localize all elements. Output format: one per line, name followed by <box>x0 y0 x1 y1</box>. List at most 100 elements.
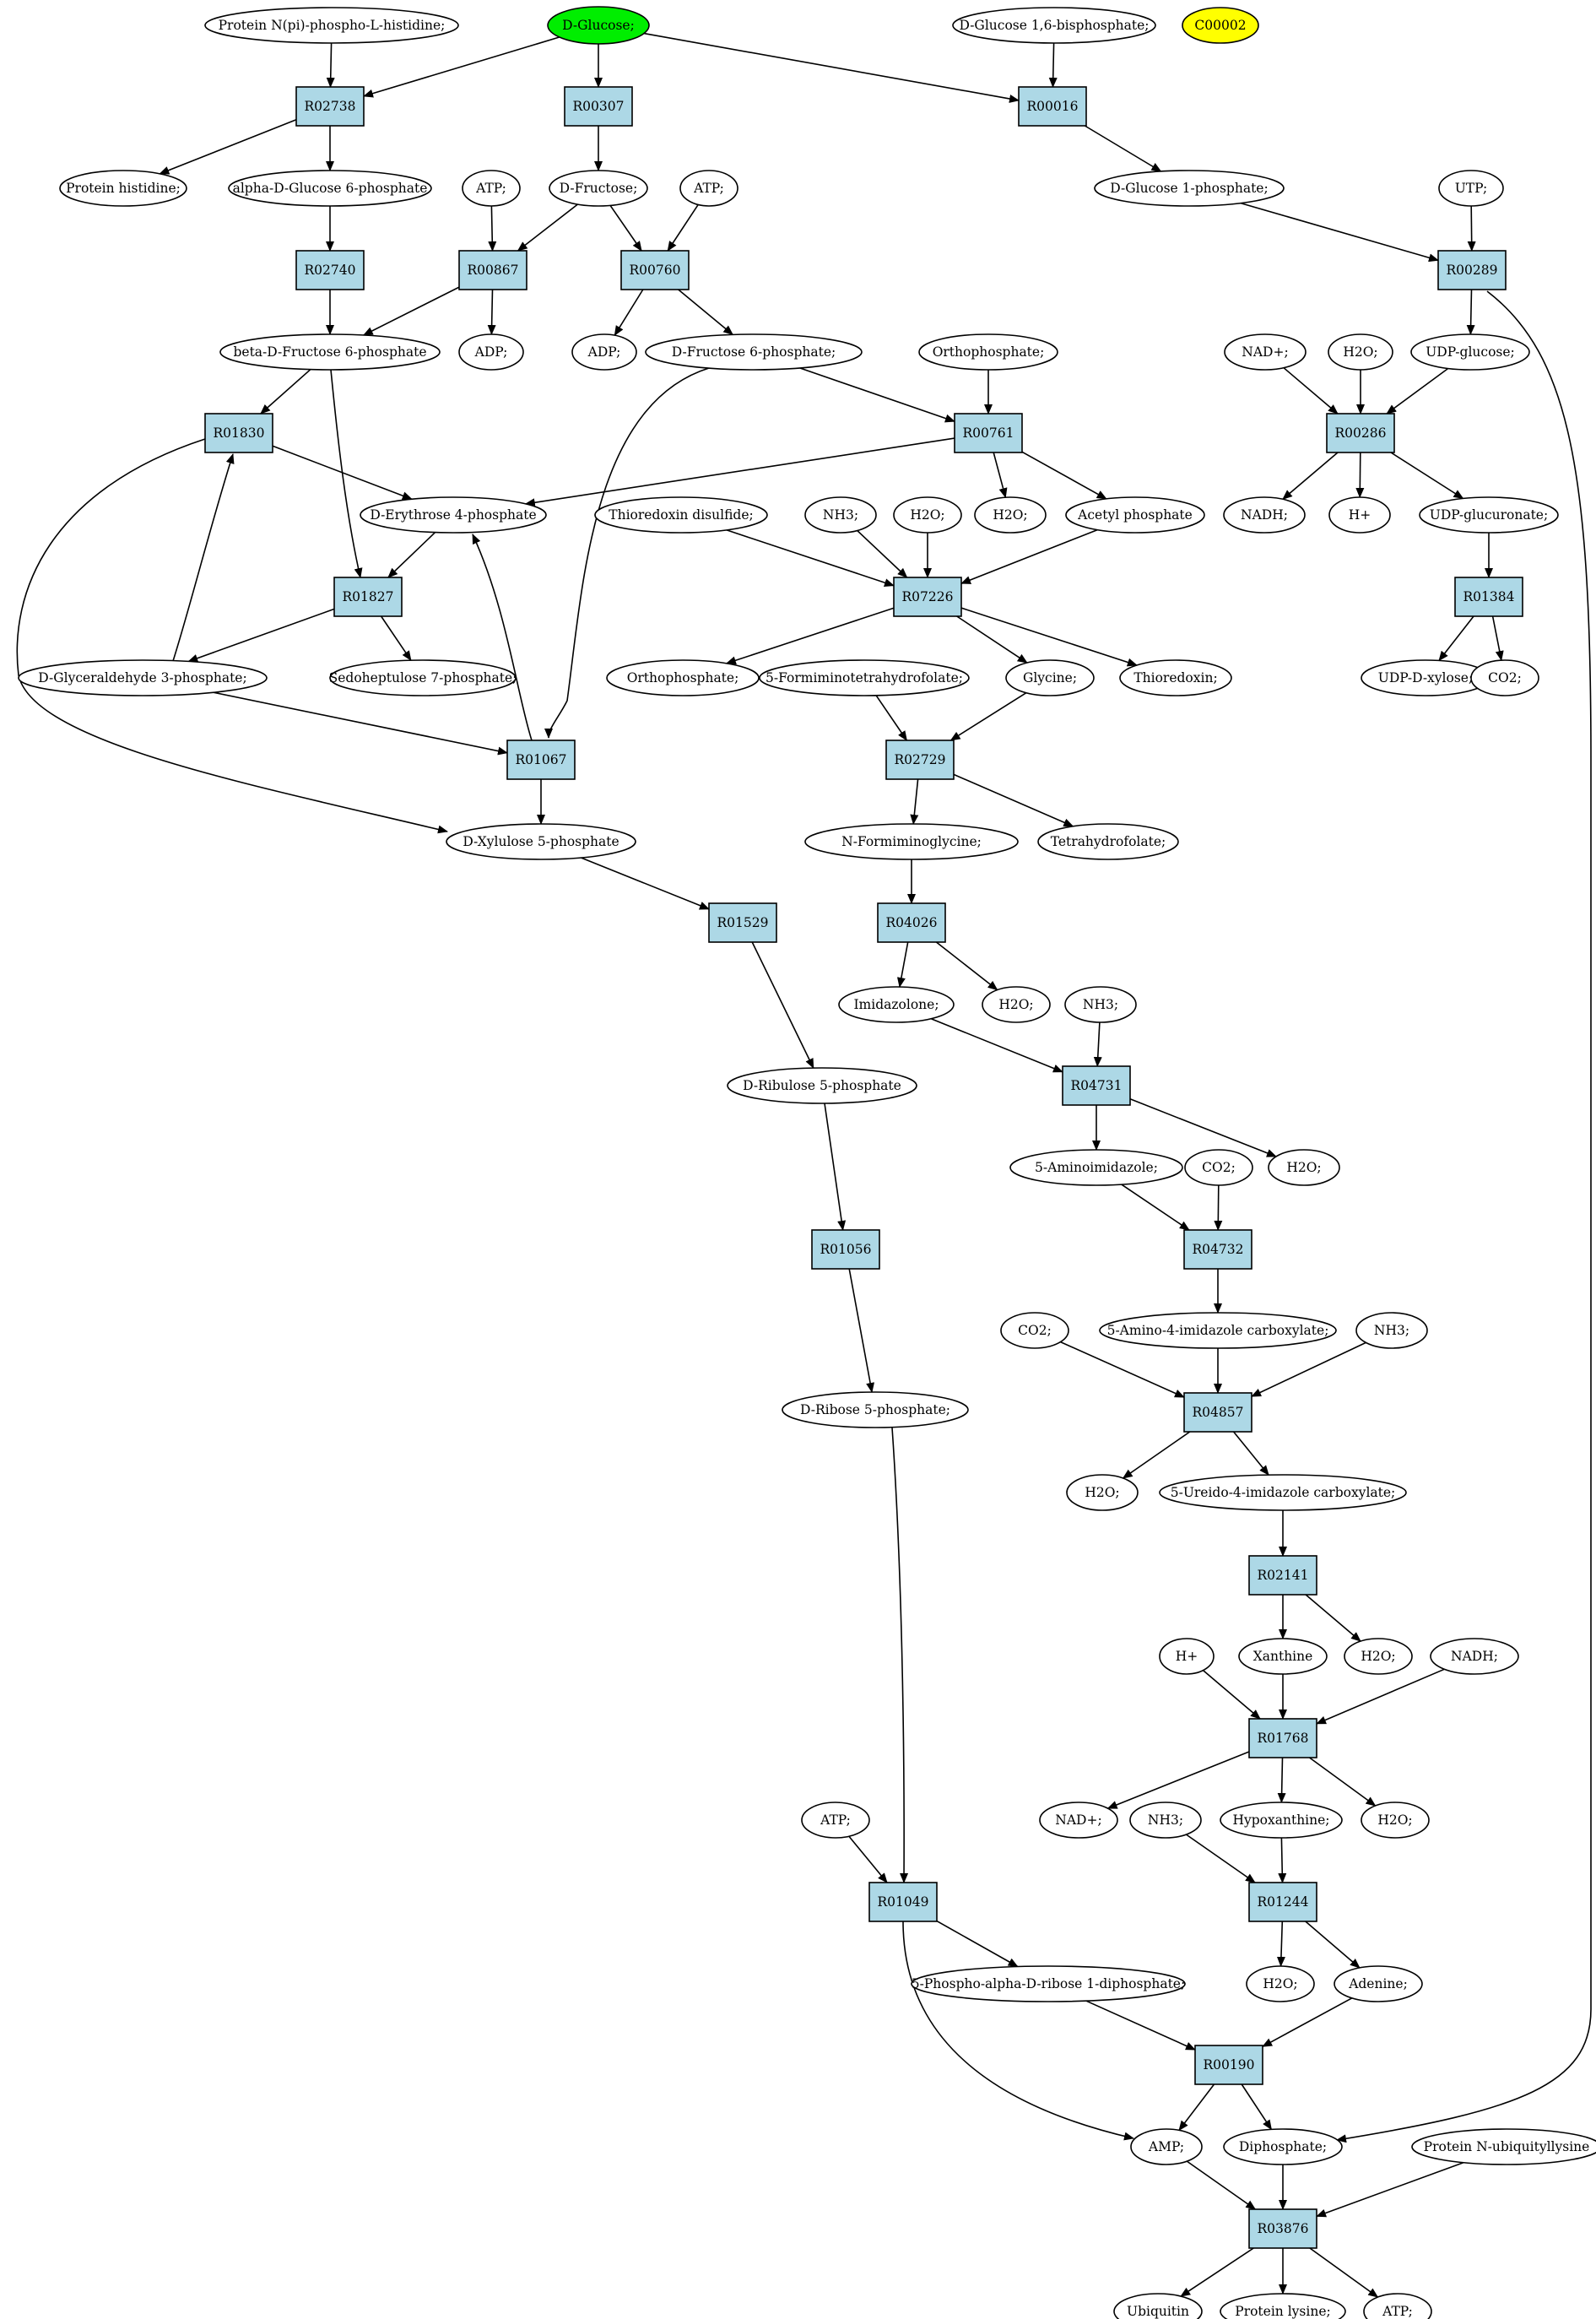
metabolite-node[interactable]: NH3; <box>1064 986 1137 1023</box>
metabolite-node[interactable]: H+ <box>1328 496 1391 534</box>
reaction-node[interactable]: R01056 <box>811 1229 880 1270</box>
metabolite-node[interactable]: D-Ribulose 5-phosphate <box>727 1067 917 1104</box>
metabolite-node[interactable]: CO2; <box>1184 1149 1253 1186</box>
metabolite-node[interactable]: Adenine; <box>1334 1965 1423 2002</box>
metabolite-node[interactable]: H2O; <box>1268 1149 1340 1186</box>
metabolite-node[interactable]: D-Xylulose 5-phosphate <box>446 823 636 860</box>
metabolite-node[interactable]: D-Ribose 5-phosphate; <box>782 1391 969 1428</box>
metabolite-node[interactable]: CO2; <box>1470 659 1539 696</box>
metabolite-node[interactable]: Protein histidine; <box>59 170 187 207</box>
metabolite-node[interactable]: Xanthine <box>1238 1638 1328 1675</box>
metabolite-node[interactable]: CO2; <box>1000 1312 1069 1349</box>
metabolite-node[interactable]: ATP; <box>462 170 521 207</box>
reaction-node[interactable]: R04732 <box>1183 1229 1252 1270</box>
metabolite-node[interactable]: 5-Formiminotetrahydrofolate; <box>759 659 970 696</box>
metabolite-node[interactable]: D-Glucose; <box>547 6 650 45</box>
metabolite-node[interactable]: UDP-glucose; <box>1410 333 1530 371</box>
reaction-node[interactable]: R04731 <box>1062 1065 1131 1106</box>
metabolite-node[interactable]: H2O; <box>1328 333 1393 371</box>
reaction-node[interactable]: R01067 <box>506 740 576 780</box>
metabolite-node[interactable]: 5-Phospho-alpha-D-ribose 1-diphosphate; <box>911 1965 1186 2002</box>
metabolite-node[interactable]: H2O; <box>982 986 1051 1023</box>
metabolite-node[interactable]: UDP-glucuronate; <box>1419 496 1559 534</box>
reaction-node[interactable]: R01244 <box>1248 1882 1317 1922</box>
metabolite-node[interactable]: Ubiquitin <box>1113 2293 1203 2319</box>
reaction-node[interactable]: R01384 <box>1454 577 1523 617</box>
reaction-node[interactable]: R04857 <box>1183 1392 1252 1433</box>
metabolite-node[interactable]: Thioredoxin; <box>1119 659 1232 696</box>
metabolite-node[interactable]: Protein N(pi)-phospho-L-histidine; <box>204 7 459 44</box>
metabolite-node[interactable]: Protein lysine; <box>1220 2293 1346 2319</box>
metabolite-node[interactable]: ADP; <box>458 333 524 371</box>
reaction-node[interactable]: R00016 <box>1018 86 1087 127</box>
metabolite-node[interactable]: UDP-D-xylose; <box>1361 659 1491 696</box>
metabolite-node[interactable]: Imidazolone; <box>838 986 955 1023</box>
reaction-node[interactable]: R00286 <box>1326 413 1395 453</box>
metabolite-node[interactable]: Diphosphate; <box>1223 2128 1343 2165</box>
reaction-node[interactable]: R00307 <box>564 86 633 127</box>
metabolite-node[interactable]: Acetyl phosphate <box>1065 496 1205 534</box>
metabolite-node[interactable]: NH3; <box>1355 1312 1428 1349</box>
metabolite-node[interactable]: D-Glucose 1-phosphate; <box>1094 170 1285 207</box>
metabolite-node[interactable]: H+ <box>1159 1638 1215 1675</box>
metabolite-label: Ubiquitin <box>1127 2304 1189 2319</box>
reaction-node[interactable]: R00289 <box>1437 250 1507 290</box>
metabolite-node[interactable]: NADH; <box>1430 1638 1519 1675</box>
metabolite-node[interactable]: D-Fructose 6-phosphate; <box>645 333 863 371</box>
metabolite-node[interactable]: H2O; <box>974 496 1047 534</box>
metabolite-node[interactable]: ATP; <box>679 170 738 207</box>
reaction-node[interactable]: R02740 <box>295 250 365 290</box>
metabolite-node[interactable]: AMP; <box>1130 2128 1203 2165</box>
reaction-node[interactable]: R07226 <box>893 577 962 617</box>
metabolite-node[interactable]: ATP; <box>801 1802 870 1839</box>
metabolite-node[interactable]: H2O; <box>1066 1474 1139 1511</box>
metabolite-node[interactable]: NH3; <box>804 496 877 534</box>
metabolite-node[interactable]: 5-Aminoimidazole; <box>1009 1149 1183 1186</box>
metabolite-node[interactable]: H2O; <box>1344 1638 1413 1675</box>
metabolite-node[interactable]: NAD+; <box>1039 1802 1118 1839</box>
reaction-node[interactable]: R02738 <box>295 86 365 127</box>
metabolite-node[interactable]: Thioredoxin disulfide; <box>594 496 768 534</box>
reaction-node[interactable]: R02141 <box>1248 1555 1317 1596</box>
reaction-node[interactable]: R01049 <box>868 1882 938 1922</box>
reaction-node[interactable]: R00190 <box>1194 2045 1263 2085</box>
reaction-node[interactable]: R01827 <box>333 577 403 617</box>
metabolite-node[interactable]: D-Erythrose 4-phosphate <box>360 496 547 534</box>
metabolite-node[interactable]: Protein N-ubiquityllysine <box>1411 2128 1596 2165</box>
metabolite-node[interactable]: D-Fructose; <box>549 170 648 207</box>
metabolite-node[interactable]: N-Formiminoglycine; <box>804 823 1019 860</box>
metabolite-node[interactable]: NADH; <box>1223 496 1306 534</box>
metabolite-node[interactable]: H2O; <box>1246 1965 1315 2002</box>
reaction-label: R01049 <box>878 1894 929 1910</box>
reaction-node[interactable]: R00867 <box>458 250 527 290</box>
metabolite-node[interactable]: ADP; <box>571 333 637 371</box>
reaction-node[interactable]: R00760 <box>620 250 690 290</box>
metabolite-node[interactable]: alpha-D-Glucose 6-phosphate <box>228 170 432 207</box>
metabolite-node[interactable]: ATP; <box>1363 2293 1432 2319</box>
metabolite-node[interactable]: H2O; <box>893 496 962 534</box>
metabolite-node[interactable]: beta-D-Fructose 6-phosphate <box>219 333 441 371</box>
metabolite-node[interactable]: UTP; <box>1438 170 1504 207</box>
metabolite-node[interactable]: 5-Ureido-4-imidazole carboxylate; <box>1159 1474 1407 1511</box>
metabolite-node[interactable]: D-Glyceraldehyde 3-phosphate; <box>18 659 268 696</box>
metabolite-node[interactable]: 5-Amino-4-imidazole carboxylate; <box>1099 1312 1337 1349</box>
metabolite-node[interactable]: Hypoxanthine; <box>1220 1802 1343 1839</box>
metabolite-node[interactable]: D-Glucose 1,6-bisphosphate; <box>952 7 1156 44</box>
reaction-node[interactable]: R00761 <box>954 413 1023 453</box>
metabolite-node[interactable]: Glycine; <box>1005 659 1095 696</box>
metabolite-node[interactable]: H2O; <box>1361 1802 1430 1839</box>
reaction-node[interactable]: R01529 <box>708 902 777 943</box>
metabolite-node[interactable]: C00002 <box>1182 7 1259 44</box>
reaction-node[interactable]: R03876 <box>1248 2208 1317 2249</box>
reaction-node[interactable]: R01768 <box>1248 1718 1317 1758</box>
edge-r8-m37 <box>16 438 448 834</box>
metabolite-node[interactable]: Tetrahydrofolate; <box>1037 823 1179 860</box>
metabolite-node[interactable]: Orthophosphate; <box>918 333 1058 371</box>
reaction-node[interactable]: R02729 <box>885 740 955 780</box>
metabolite-node[interactable]: Sedoheptulose 7-phosphate; <box>329 659 517 696</box>
metabolite-node[interactable]: NAD+; <box>1224 333 1307 371</box>
metabolite-node[interactable]: NH3; <box>1129 1802 1202 1839</box>
reaction-node[interactable]: R04026 <box>877 902 946 943</box>
metabolite-node[interactable]: Orthophosphate; <box>606 659 760 696</box>
reaction-node[interactable]: R01830 <box>204 413 273 453</box>
